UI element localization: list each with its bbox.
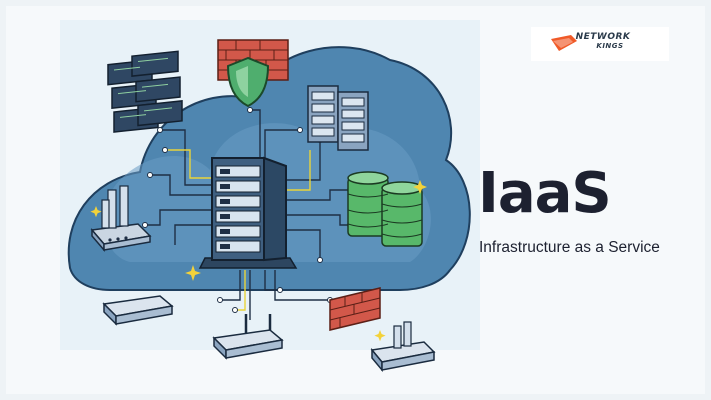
logo-line-2: KINGS	[596, 42, 624, 50]
central-server-icon	[198, 156, 298, 269]
logo-line-1: NETWORK	[575, 32, 631, 42]
network-cables	[145, 109, 350, 320]
database-icon	[347, 171, 423, 247]
brand-logo	[531, 27, 669, 61]
router-left-icon	[102, 295, 174, 326]
firewall-bottom-icon	[329, 287, 381, 331]
page-subtitle: Infrastructure as a Service	[479, 239, 660, 256]
code-monitors-icon	[107, 50, 183, 133]
server-racks-icon	[307, 85, 369, 151]
factory-device-icon	[90, 185, 152, 253]
router-center-icon	[212, 314, 284, 360]
logo-text: NETWORK KINGS	[556, 32, 650, 51]
network-kings-logo-icon	[551, 35, 577, 51]
highlight-cables	[165, 149, 311, 311]
page-title: IaaS	[478, 161, 612, 226]
factory-device-right-icon	[370, 321, 436, 373]
shield-icon	[226, 56, 270, 108]
sparkle-icons	[90, 180, 427, 342]
